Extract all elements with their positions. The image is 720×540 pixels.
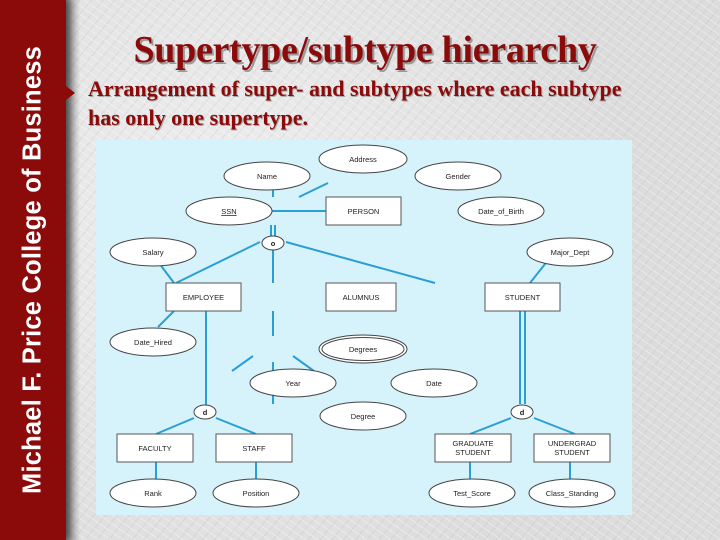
attr-year [249,368,337,398]
entity-faculty [116,433,194,463]
attr-salary [109,237,197,267]
attr-test-score [428,478,516,508]
attr-ssn [185,196,273,226]
attr-class-standing [528,478,616,508]
attr-major-dept [526,237,614,267]
label-major-dept: Major_Dept [551,248,591,257]
attr-address [318,144,408,174]
bullet-text: Arrangement of super- and subtypes where… [88,76,622,130]
sidebar: Michael F. Price College of Business [0,0,66,540]
label-undergrad: UNDERGRAD [548,439,597,448]
label-employee: EMPLOYEE [183,293,224,302]
label-date: Date [426,379,442,388]
attr-date-hired [109,327,197,357]
attr-rank [109,478,197,508]
entity-staff [215,433,293,463]
label-position: Position [243,489,270,498]
label-date-of-birth: Date_of_Birth [478,207,524,216]
entity-graduate-student [434,433,512,463]
attr-date [390,368,478,398]
label-graduate-student: STUDENT [455,448,491,457]
label-student: STUDENT [505,293,541,302]
label-undergrad-student: STUDENT [554,448,590,457]
label-degrees: Degrees [349,345,378,354]
label-overlap: o [271,239,276,248]
label-class-standing: Class_Standing [546,489,599,498]
overlap-constraint-icon [261,235,285,251]
label-year: Year [285,379,301,388]
label-faculty: FACULTY [138,444,171,453]
label-alumnus: ALUMNUS [343,293,380,302]
attr-name [223,161,311,191]
bullet-arrow-icon [66,86,75,100]
label-staff: STAFF [242,444,266,453]
label-degree: Degree [351,412,376,421]
label-disjoint-employee: d [203,408,208,417]
label-graduate: GRADUATE [452,439,493,448]
label-name: Name [257,172,277,181]
college-name: Michael F. Price College of Business [18,46,47,494]
label-disjoint-student: d [520,408,525,417]
disjoint-constraint-employee-icon [193,404,217,420]
label-address: Address [349,155,377,164]
er-diagram: PERSON EMPLOYEE ALUMNUS STUDENT FACULTY … [96,140,632,515]
entity-student [484,282,561,312]
entity-employee [165,282,242,312]
attr-position [212,478,300,508]
entity-undergrad-student [533,433,611,463]
attr-gender [414,161,502,191]
label-salary: Salary [142,248,164,257]
label-test-score: Test_Score [453,489,491,498]
label-ssn: SSN [221,207,236,216]
label-gender: Gender [445,172,471,181]
label-rank: Rank [144,489,162,498]
label-person: PERSON [348,207,380,216]
entity-person [325,196,402,226]
entity-alumnus [325,282,397,312]
attr-date-of-birth [457,196,545,226]
attr-degree [319,401,407,431]
sidebar-shadow [66,0,80,540]
disjoint-constraint-student-icon [510,404,534,420]
slide-title: Supertype/subtype hierarchy [133,29,597,71]
label-date-hired: Date_Hired [134,338,172,347]
